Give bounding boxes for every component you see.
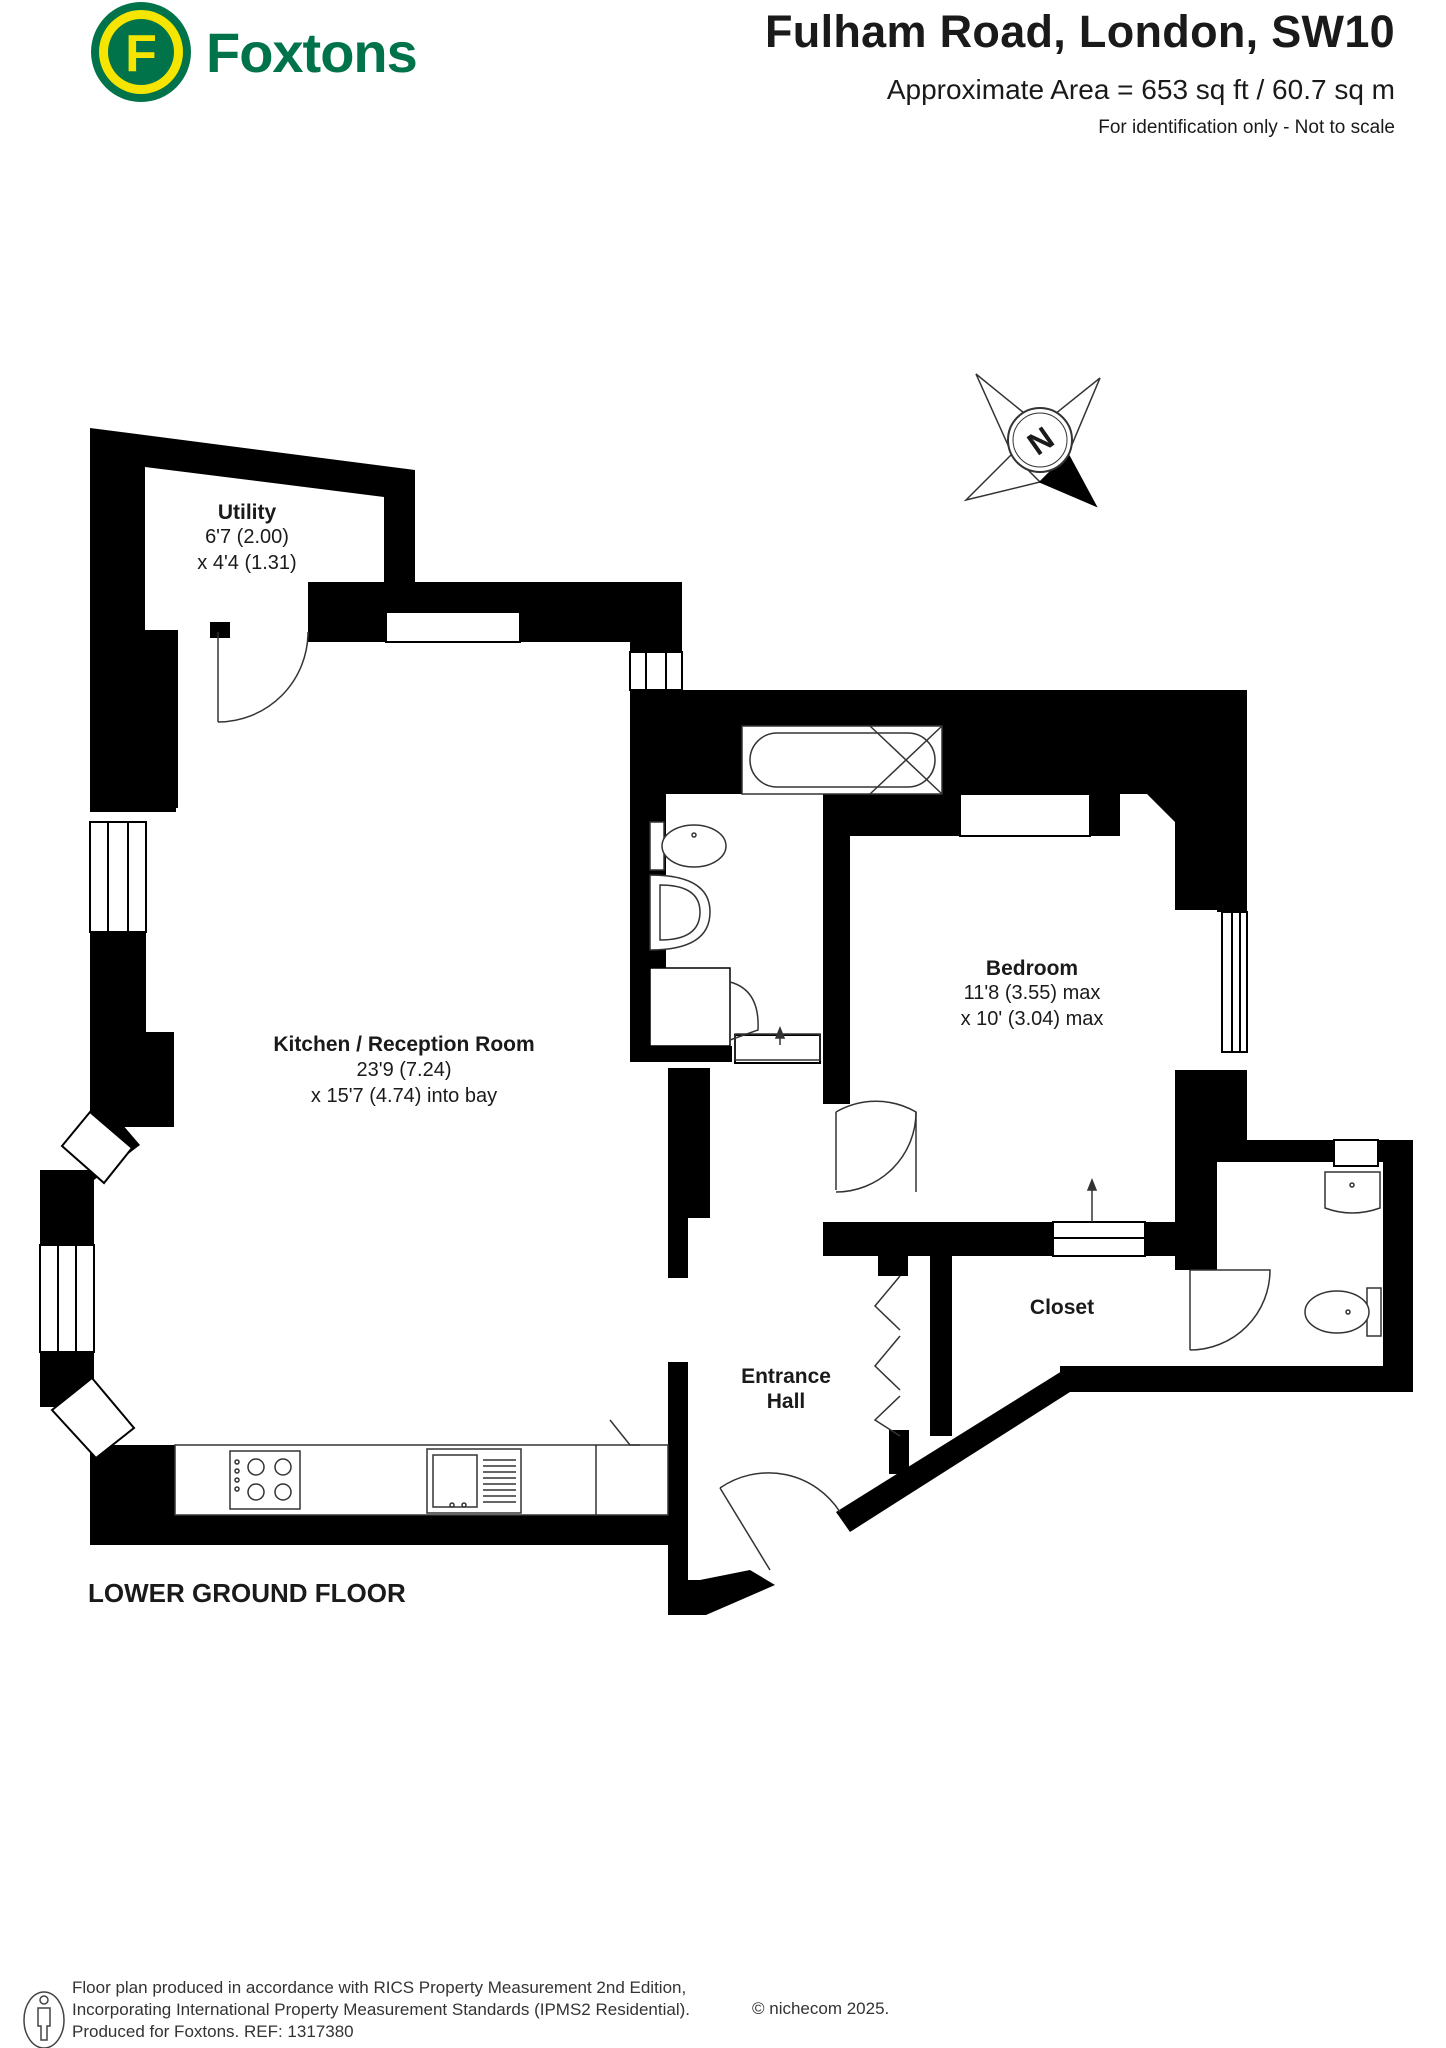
compass-icon: N <box>963 373 1101 508</box>
footer-line-3: Produced for Foxtons. REF: 1317380 <box>72 2022 354 2041</box>
fixtures <box>174 725 1382 1516</box>
kitchen-sink <box>426 1448 522 1514</box>
toilet <box>649 821 727 871</box>
footer-line-1: Floor plan produced in accordance with R… <box>72 1978 687 1997</box>
room-labels: Utility 6'7 (2.00) x 4'4 (1.31) Kitchen … <box>197 501 1103 1413</box>
kitchen-dim1: 23'9 (7.24) <box>357 1059 452 1081</box>
washbasin <box>649 874 711 951</box>
kitchen-label: Kitchen / Reception Room <box>273 1033 534 1056</box>
walls <box>40 428 1413 1615</box>
approximate-area: Approximate Area = 653 sq ft / 60.7 sq m <box>886 74 1395 105</box>
scale-note: For identification only - Not to scale <box>1098 117 1395 138</box>
foxtons-logo: F Foxtons <box>91 2 418 102</box>
bedroom-label: Bedroom <box>986 957 1078 980</box>
doors <box>217 631 1271 1571</box>
floor-label: LOWER GROUND FLOOR <box>88 1578 406 1608</box>
person-icon <box>23 1991 65 2048</box>
wc-basin <box>1324 1171 1381 1214</box>
closet-label: Closet <box>1030 1296 1094 1319</box>
footer-line-2: Incorporating International Property Mea… <box>72 2000 690 2019</box>
windows <box>39 611 1379 1460</box>
hall-label: Hall <box>767 1390 806 1413</box>
kitchen-dim2: x 15'7 (4.74) into bay <box>311 1085 497 1107</box>
utility-label: Utility <box>218 501 277 524</box>
bedroom-dim1: 11'8 (3.55) max <box>964 982 1101 1004</box>
wc-toilet <box>1304 1287 1382 1337</box>
bedroom-dim2: x 10' (3.04) max <box>961 1008 1104 1030</box>
entrance-label: Entrance <box>741 1365 831 1388</box>
hob <box>229 1450 301 1510</box>
copyright: © nichecom 2025. <box>752 1999 890 2018</box>
logo-wordmark: Foxtons <box>206 21 417 84</box>
logo-letter: F <box>125 25 157 83</box>
utility-dim1: 6'7 (2.00) <box>205 526 289 548</box>
utility-dim2: x 4'4 (1.31) <box>197 552 296 574</box>
property-address: Fulham Road, London, SW10 <box>765 6 1395 57</box>
footer-text: Floor plan produced in accordance with R… <box>72 1977 690 2043</box>
